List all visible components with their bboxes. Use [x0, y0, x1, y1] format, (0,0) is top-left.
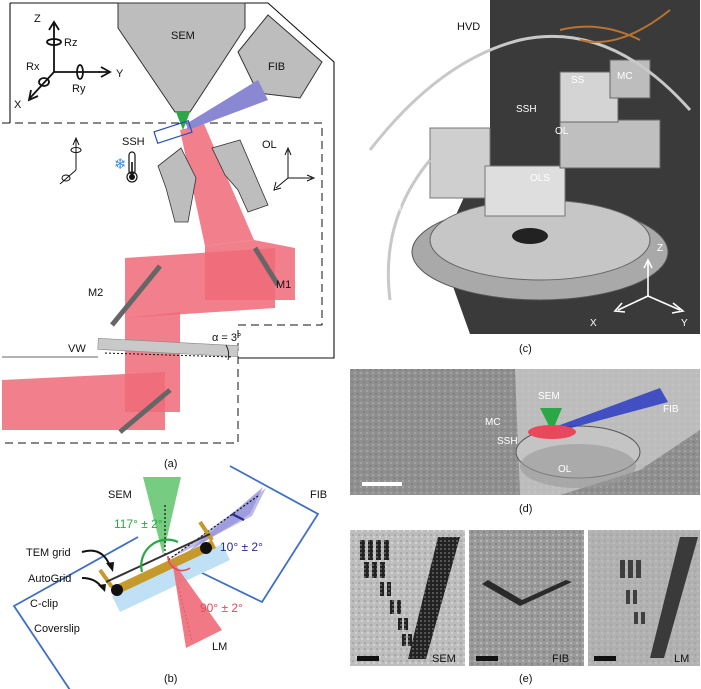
panel-a: SEM FIB SSH OL M1 M2 VW α = 3° [2, 2, 335, 470]
scale-bar-e-fib [476, 656, 498, 661]
dashed-chamber [2, 122, 323, 444]
ss-label: SS [571, 75, 585, 86]
axis-z-label: Z [34, 13, 41, 25]
axis-rx-label: Rx [26, 61, 40, 73]
scale-bar-e-sem [357, 656, 379, 661]
tem-grid-arrow [81, 549, 111, 567]
lm-e-label: LM [674, 653, 689, 665]
fib-b-label: FIB [310, 489, 327, 501]
c-clip-right [200, 542, 212, 554]
sem-b-label: SEM [108, 489, 132, 501]
axis-x-label: X [14, 99, 22, 111]
panel-c: HVD SS MC SSH OL OLS OMH Z X Y (c) [350, 0, 700, 355]
autogrid-arrow [81, 577, 103, 589]
m2-label: M2 [88, 287, 103, 299]
lm-cone [172, 560, 222, 648]
tem-grid-label: TEM grid [26, 547, 71, 559]
snowflake-icon: ❄ [114, 155, 127, 173]
fib-beam-d [552, 388, 668, 432]
lm-b-label: LM [212, 641, 227, 653]
caption-b: (b) [164, 673, 177, 685]
stage-rotation-icon [59, 136, 82, 185]
ol-d-label: OL [558, 464, 572, 475]
mc-d-label: MC [485, 417, 501, 428]
axis-x-c: X [590, 318, 597, 329]
axis-rz-label: Rz [64, 37, 77, 49]
axis-ry-label: Ry [72, 83, 86, 95]
panel-e: SEM FIB LM (e) [350, 530, 700, 685]
ol-label: OL [262, 139, 277, 151]
coverslip-label: Coverslip [34, 623, 80, 635]
angle-lm-arc [167, 555, 191, 572]
fib-label: FIB [268, 61, 285, 73]
mirror-m2 [110, 264, 162, 327]
ssh-d-label: SSH [497, 436, 518, 447]
objective-lens-right [211, 139, 269, 213]
axis-z-c: Z [657, 243, 663, 254]
photo-axes [613, 258, 685, 314]
sem-e-label: SEM [432, 653, 456, 665]
c-clip-left [111, 584, 123, 596]
thermometer-icon [126, 151, 138, 183]
scale-bar-d [362, 482, 402, 486]
sem-label: SEM [171, 30, 195, 42]
ssh-label: SSH [122, 136, 145, 148]
angle-fib-label: 10° ± 2° [220, 540, 263, 554]
ols-label: OLS [530, 173, 550, 184]
angle-sem-label: 117° ± 2° [114, 517, 163, 531]
fib-d-label: FIB [663, 404, 679, 415]
angle-sem-arc [140, 538, 179, 573]
caption-d: (d) [519, 503, 532, 515]
mc-label: MC [617, 71, 633, 82]
panel-b: SEM FIB LM 117° ± 2° 10° ± 2° 90° ± 2° T… [12, 465, 327, 689]
autogrid-label: AutoGrid [28, 573, 71, 585]
cclip-label: C-clip [30, 598, 58, 610]
lm-beam-horizontal [125, 248, 275, 318]
sem-beam-d [540, 408, 562, 432]
sem-beam [176, 112, 190, 130]
objective-lens-left [157, 147, 197, 223]
vacuum-window [97, 338, 239, 357]
angle-lm-label: 90° ± 2° [200, 601, 243, 615]
mirror-bottom [118, 388, 172, 434]
sem-d-label: SEM [538, 391, 560, 402]
caption-a: (a) [164, 458, 177, 470]
sem-cone [143, 477, 181, 555]
scale-bar-e-lm [594, 656, 616, 661]
coverslip [112, 544, 230, 612]
fib-e-label: FIB [552, 653, 569, 665]
scale-bar-c [362, 320, 384, 324]
alpha-label: α = 3° [212, 332, 241, 344]
axis-y-c: Y [681, 318, 688, 329]
holder-bracket [195, 465, 320, 604]
ssh-c-label: SSH [516, 104, 537, 115]
sample-holder-box [153, 119, 193, 145]
angle-fib-arc [231, 513, 245, 521]
ol-c-label: OL [555, 126, 569, 137]
caption-c: (c) [519, 343, 532, 355]
omh-label: OMH [378, 203, 401, 214]
hvd-label: HVD [457, 21, 480, 33]
sem-column [117, 2, 246, 113]
mirror-m1 [252, 246, 281, 287]
ol-axis-icon [273, 146, 316, 191]
fib-beam [186, 80, 268, 130]
axis-y-label: Y [116, 68, 124, 80]
axes-gizmo [27, 20, 112, 102]
autogrid [112, 540, 216, 595]
m1-label: M1 [276, 279, 291, 291]
panel-d: SEM FIB MC SSH OL (d) [350, 369, 700, 515]
caption-e: (e) [519, 673, 532, 685]
lm-beam-vertical [180, 124, 254, 246]
lm-beam-left [2, 372, 165, 430]
vw-label: VW [68, 343, 86, 355]
ssh-marker-d [528, 425, 576, 439]
